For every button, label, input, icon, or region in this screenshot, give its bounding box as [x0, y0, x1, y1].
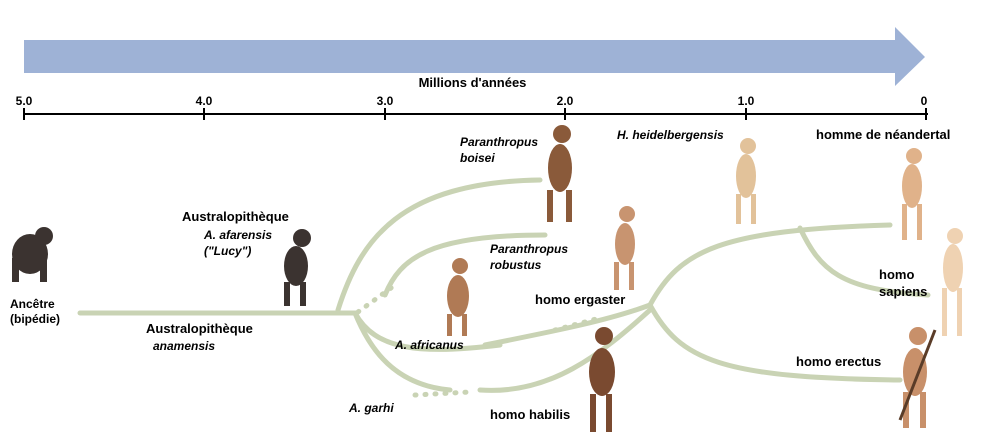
erectus-figure: [898, 327, 937, 428]
habilis-figure: [589, 327, 615, 432]
robustus-species-label: robustus: [490, 258, 542, 272]
tick-label: 1.0: [737, 94, 755, 108]
ancestor-label: Ancêtre: [10, 297, 55, 311]
branch-africanus: [352, 310, 503, 352]
heidelbergensis-figure: [736, 138, 756, 224]
branch-main-homo: [647, 222, 893, 308]
erectus-label: homo erectus: [796, 354, 882, 369]
time-axis: [23, 108, 928, 120]
anamensis-species-label: anamensis: [153, 339, 216, 353]
sapiens-genus-label: homo: [879, 267, 915, 282]
dotted-branches: [355, 282, 603, 398]
tick-label: 0: [920, 94, 928, 108]
sapiens-species-label: sapiens: [879, 284, 928, 299]
lucy-label: ("Lucy"): [204, 244, 252, 258]
branch-sapiens: [797, 225, 931, 298]
branch-ergaster: [482, 302, 653, 348]
tick-label: 4.0: [195, 94, 213, 108]
afarensis-genus-label: Australopithèque: [182, 209, 289, 224]
phylogeny-branches: [77, 177, 931, 393]
garhi-label: A. garhi: [349, 401, 394, 415]
ancestor-figure: [12, 227, 53, 282]
branch-erectus: [647, 302, 903, 383]
time-arrow: [24, 27, 925, 86]
ancestor-sublabel: (bipédie): [10, 312, 60, 326]
lucy-figure: [284, 229, 311, 306]
ergaster-label: homo ergaster: [535, 292, 626, 307]
neandertal-figure: [902, 148, 922, 240]
robustus-figure: [614, 206, 635, 290]
axis-title: Millions d'années: [418, 75, 527, 90]
africanus-figure: [447, 258, 469, 336]
boisei-species-label: boisei: [460, 151, 495, 165]
sapiens-figure: [942, 228, 963, 336]
branch-boisei: [335, 177, 543, 313]
neandertal-label: homme de néandertal: [816, 127, 951, 142]
tick-label: 2.0: [556, 94, 574, 108]
heidelbergensis-label: H. heidelbergensis: [617, 128, 724, 142]
branch-robustus: [382, 232, 548, 298]
africanus-label: A. africanus: [395, 338, 464, 352]
boisei-figure: [547, 125, 572, 222]
tick-label: 3.0: [376, 94, 394, 108]
branch-garhi: [352, 310, 453, 393]
habilis-label: homo habilis: [490, 407, 571, 422]
anamensis-genus-label: Australopithèque: [146, 321, 253, 336]
afarensis-species-label: A. afarensis: [204, 228, 273, 242]
boisei-genus-label: Paranthropus: [460, 135, 539, 149]
tick-label: 5.0: [15, 94, 33, 108]
robustus-genus-label: Paranthropus: [490, 242, 569, 256]
branch-habilis-link: [477, 307, 653, 393]
